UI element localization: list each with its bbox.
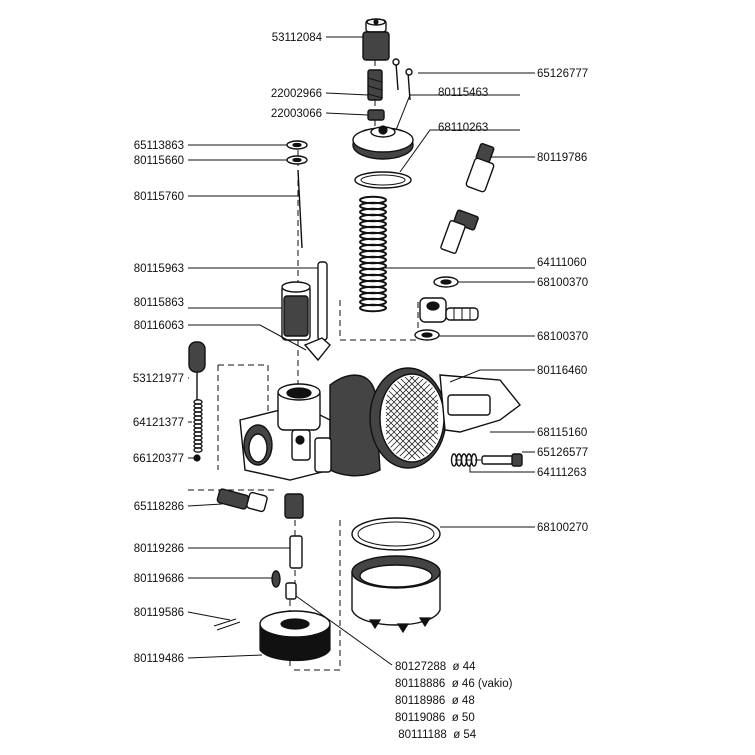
label-22003066: 22003066 (271, 108, 322, 120)
label-68100370-upper: 68100370 (537, 277, 588, 289)
label-80116063: 80116063 (134, 320, 184, 332)
choke-bracket-part (303, 337, 331, 362)
label-80115463: 80115463 (438, 87, 488, 99)
label-80119586: 80119586 (134, 607, 184, 619)
small-screws-part (392, 58, 413, 101)
leader-lines (187, 36, 535, 666)
mesh-line (385, 399, 439, 453)
idle-screw-tip-part (193, 454, 201, 462)
label-68110263: 68110263 (438, 122, 488, 134)
banjo-washers-part (414, 276, 459, 341)
chamber-top-part (352, 125, 414, 160)
coil-turn (359, 303, 387, 313)
part-number-labels: 53112084 65126777 22002966 80115463 2200… (133, 32, 588, 665)
adjuster-screw-part (367, 69, 383, 101)
label-64111060: 64111060 (537, 257, 586, 269)
air-filter-part (369, 367, 521, 469)
jet-size-list: 80127288 ø 44 80118886 ø 46 (vakio) 8011… (395, 661, 513, 741)
label-68100270: 68100270 (537, 522, 588, 534)
mesh-line (385, 417, 439, 460)
label-80116460: 80116460 (537, 365, 587, 377)
choke-rod-part (317, 261, 328, 341)
label-80119286: 80119286 (134, 543, 184, 555)
float-part (259, 610, 331, 662)
mesh-line (385, 376, 439, 429)
coil-turn (470, 453, 478, 467)
label-64111263: 64111263 (537, 467, 586, 479)
mesh-line (385, 387, 439, 441)
jet-needle-part (297, 169, 303, 249)
label-65113863: 65113863 (134, 140, 184, 152)
mesh-line (385, 429, 439, 460)
label-65126577: 65126577 (537, 447, 588, 459)
carburetor-body-part (239, 374, 381, 481)
label-80115963: 80115963 (134, 263, 184, 275)
mesh-line (385, 381, 439, 435)
label-66120377: 66120377 (133, 453, 184, 465)
needle-washers-part (286, 140, 308, 165)
mesh-line (385, 376, 439, 411)
throttle-slide-part (281, 281, 311, 341)
jet-size-item: 80127288 ø 44 (395, 661, 476, 673)
mesh-line (385, 376, 439, 405)
label-53112084: 53112084 (272, 32, 323, 44)
label-64121377: 64121377 (133, 417, 184, 429)
mesh-line (385, 423, 439, 460)
mesh-line (385, 405, 439, 459)
label-80119786: 80119786 (537, 152, 587, 164)
mesh-line (385, 393, 439, 447)
label-80115660: 80115660 (134, 155, 184, 167)
coil-turn (193, 447, 203, 453)
top-cap-part (362, 18, 390, 61)
label-65126777: 65126777 (537, 68, 588, 80)
label-80115760: 80115760 (134, 191, 184, 203)
jet-size-item: 80118886 ø 46 (vakio) (395, 678, 513, 690)
main-jet-parts (213, 535, 303, 631)
label-68100370-lower: 68100370 (537, 331, 588, 343)
air-screw-part (450, 453, 523, 467)
banjo-bolt-part (440, 142, 495, 254)
jet-size-item: 80111188 ø 54 (395, 729, 477, 741)
jet-size-item: 80119086 ø 50 (395, 712, 475, 724)
jet-size-item: 80118986 ø 48 (395, 695, 475, 707)
label-53121977: 53121977 (133, 373, 184, 385)
float-bowl-gasket-part (351, 517, 441, 551)
label-80119486: 80119486 (134, 653, 184, 665)
mesh-line (385, 376, 439, 417)
label-65118286: 65118286 (134, 501, 184, 513)
label-22002966: 22002966 (271, 88, 322, 100)
lock-nut-part (367, 109, 385, 121)
circlip-part (354, 171, 412, 189)
float-bowl-part (351, 555, 441, 634)
banjo-fitting-part (419, 297, 479, 323)
label-68115160: 68115160 (537, 427, 587, 439)
drain-bolt-part (216, 488, 268, 513)
jet-holder-part (284, 493, 304, 519)
label-80115863: 80115863 (134, 297, 184, 309)
idle-spring-part (193, 399, 203, 453)
idle-screw-cap-part (188, 341, 206, 400)
label-80119686: 80119686 (134, 573, 184, 585)
throttle-spring-part (359, 195, 387, 313)
